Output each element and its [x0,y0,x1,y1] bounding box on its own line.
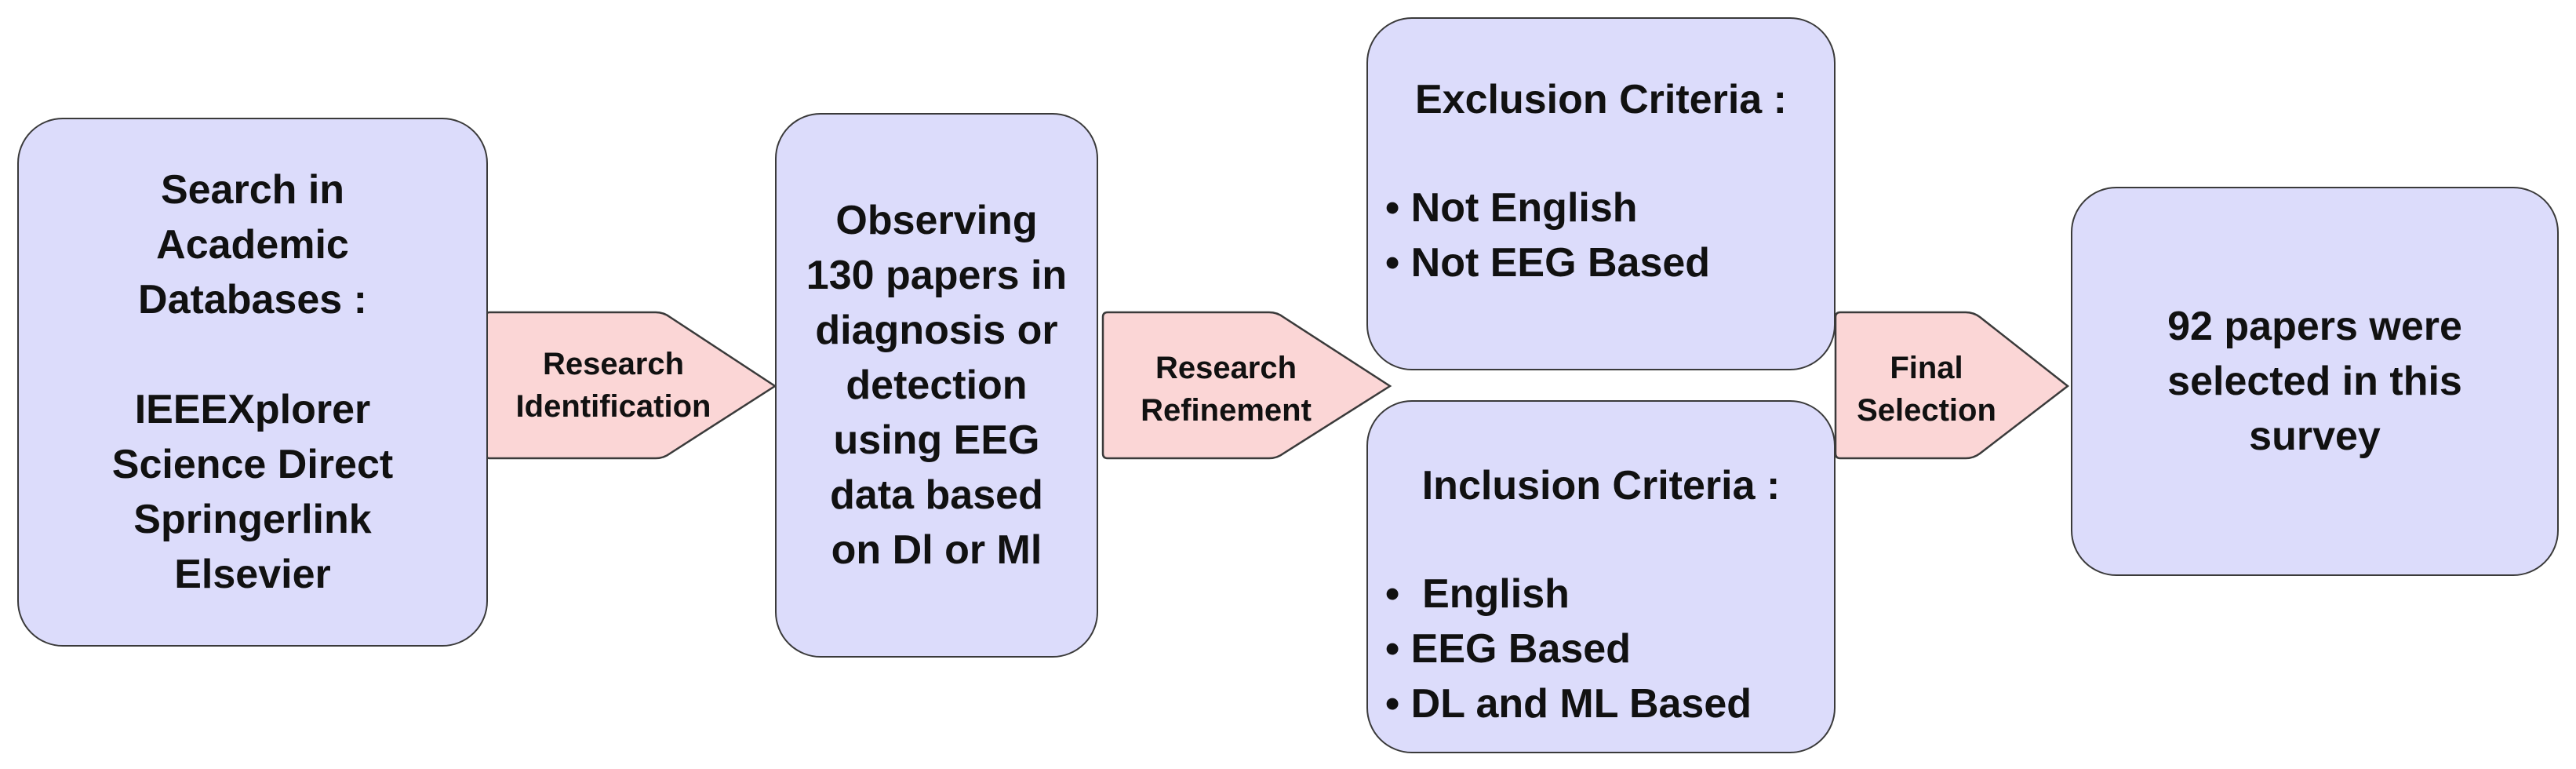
exclusion-criteria-item: • Not EEG Based [1385,240,1711,286]
box-text-line: IEEEXplorer [134,387,371,432]
inclusion-criteria-item: • DL and ML Based [1385,681,1752,727]
arrow-label-line: Final [1890,351,1963,385]
inclusion-criteria-box: Inclusion Criteria : • English • EEG Bas… [1366,400,1836,753]
final-selection-arrow [1834,311,2070,460]
research-refinement-arrow [1101,311,1392,460]
observing-papers-box: Observing 130 papers in diagnosis or det… [775,113,1098,658]
inclusion-criteria-title: Inclusion Criteria : [1421,463,1781,508]
final-selection-label: Final Selection [1839,312,2014,466]
box-text-line: on Dl or Ml [831,527,1042,573]
arrow-label-line: Research [1155,351,1297,385]
arrow-label-line: Selection [1857,393,1996,428]
box-text-line: Elsevier [174,552,331,597]
research-identification-label: Research Identification [489,312,737,458]
box-text-line: selected in this [2167,359,2462,404]
exclusion-criteria-item: • Not English [1385,185,1638,231]
selected-papers-box: 92 papers were selected in this survey [2071,187,2559,576]
research-refinement-label: Research Refinement [1106,312,1346,466]
box-text-line: survey [2249,414,2381,459]
arrow-label-line: Refinement [1141,393,1312,428]
box-text-line: Academic [156,222,349,268]
exclusion-criteria-title: Exclusion Criteria : [1415,77,1787,122]
box-text-line: Observing [835,198,1038,243]
box-text-line: 130 papers in [806,253,1068,298]
box-text-line: data based [830,472,1043,518]
box-text-line: Search in [160,167,345,213]
box-text-line: Science Direct [111,442,394,487]
box-text-line: diagnosis or [815,308,1058,353]
inclusion-criteria-item: • English [1385,571,1570,617]
arrow-label-line: Identification [515,389,711,424]
box-text-line: Databases : [138,277,367,323]
exclusion-criteria-list: • Not English • Not EEG Based [1385,180,1710,290]
inclusion-criteria-item: • EEG Based [1385,626,1631,672]
inclusion-criteria-list: • English • EEG Based • DL and ML Based [1385,567,1752,731]
search-databases-box: Search in Academic Databases : IEEEXplor… [17,118,488,647]
box-text-line: using EEG [833,417,1040,463]
box-text-line: detection [846,363,1028,408]
box-text-line: 92 papers were [2167,304,2462,349]
arrow-label-line: Research [542,347,685,381]
exclusion-criteria-box: Exclusion Criteria : • Not English • Not… [1366,17,1836,370]
box-text-line: Springerlink [133,497,372,542]
